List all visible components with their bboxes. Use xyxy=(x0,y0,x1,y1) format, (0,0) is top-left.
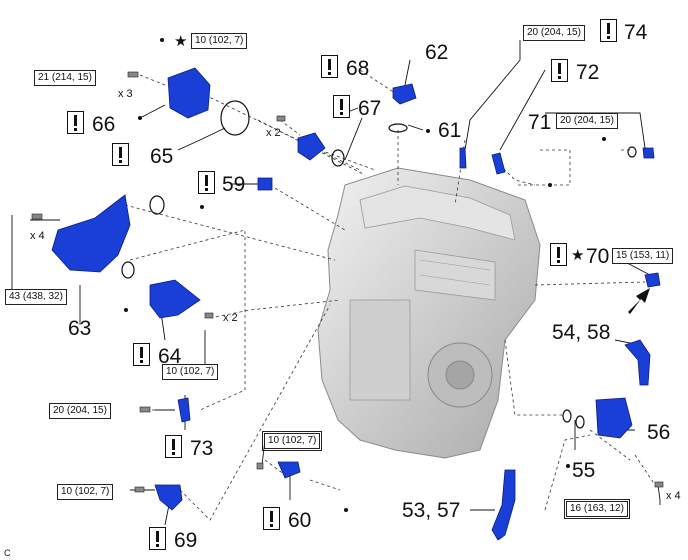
torque-box-top: 10 (102, 7) xyxy=(191,33,248,49)
caution-icon-66 xyxy=(67,111,84,134)
caution-icon-74 xyxy=(600,19,617,42)
hose-part-5357 xyxy=(491,469,516,541)
callout-62: 62 xyxy=(425,41,449,64)
qty-66: x 3 xyxy=(118,88,133,100)
callout-73: 73 xyxy=(190,437,214,460)
bolt-part-59 xyxy=(257,177,273,191)
blue-parts xyxy=(51,67,661,541)
qty-63: x 4 xyxy=(30,230,45,242)
callout-65: 65 xyxy=(150,145,174,168)
callout-69: 69 xyxy=(174,529,198,552)
housing-part-64 xyxy=(149,279,201,319)
dot-marker xyxy=(124,308,128,312)
torque-box-70: 15 (153, 11) xyxy=(612,248,674,264)
oring-lower xyxy=(121,261,135,279)
dot-marker xyxy=(160,38,164,42)
valve-part-60 xyxy=(277,461,301,479)
callout-55: 55 xyxy=(572,459,596,482)
callout-68: 68 xyxy=(346,57,370,80)
caution-icon-73 xyxy=(165,435,182,458)
plug-part-71 xyxy=(642,147,655,159)
cap-part-62 xyxy=(392,83,417,105)
elbow-part-67 xyxy=(297,132,326,161)
direction-arrow-icon xyxy=(628,288,650,314)
callout-56: 56 xyxy=(647,421,671,444)
qty-67: x 2 xyxy=(266,127,281,139)
torque-box-71: 20 (204, 15) xyxy=(556,113,618,129)
torque-box-73: 20 (204, 15) xyxy=(49,403,111,419)
dot-marker xyxy=(138,116,142,120)
callout-64: 64 xyxy=(158,345,182,368)
water-pump-part-66 xyxy=(167,67,211,119)
dot-marker xyxy=(344,508,348,512)
torque-box-60: 10 (102, 7) xyxy=(261,431,323,451)
caution-icon-65 xyxy=(112,143,129,166)
torque-box-56: 16 (163, 12) xyxy=(564,499,630,519)
caution-icon-68 xyxy=(321,55,338,78)
fitting-part-70 xyxy=(644,272,661,288)
caution-icon-60 xyxy=(263,507,280,530)
star-icon-70: ★ xyxy=(571,247,585,264)
star-icon-top: ★ xyxy=(174,33,188,50)
callout-70: 70 xyxy=(586,245,610,268)
oring-61 xyxy=(388,123,408,133)
sensor-part-72 xyxy=(491,152,506,175)
callout-61: 61 xyxy=(438,119,462,142)
callout-53-57: 53, 57 xyxy=(402,499,461,522)
torque-box-64: 10 (102, 7) xyxy=(162,364,219,380)
figure-code: C xyxy=(4,548,11,558)
caution-icon-69 xyxy=(149,527,166,550)
dot-marker xyxy=(602,137,606,141)
torque-box-69: 10 (102, 7) xyxy=(57,484,114,500)
engine-block xyxy=(317,167,541,459)
callout-74: 74 xyxy=(624,21,648,44)
callout-66: 66 xyxy=(92,113,116,136)
qty-56: x 4 xyxy=(666,490,681,502)
pump-part-56 xyxy=(595,397,633,439)
callout-54-58: 54, 58 xyxy=(552,321,611,344)
callout-63: 63 xyxy=(68,317,92,340)
valve-part-69 xyxy=(154,484,183,511)
caution-icon-64 xyxy=(133,343,150,366)
water-inlet-part-63 xyxy=(51,194,131,273)
sensor-part-73 xyxy=(177,397,191,423)
dot-marker xyxy=(426,129,430,133)
dashed-leaders xyxy=(124,69,656,521)
dot-marker xyxy=(200,205,204,209)
callout-72: 72 xyxy=(576,61,600,84)
oring-55b xyxy=(575,415,585,429)
oring-71 xyxy=(627,146,637,158)
oring-55a xyxy=(562,409,572,423)
bolts xyxy=(31,71,664,493)
callout-71: 71 xyxy=(528,111,552,134)
callout-59: 59 xyxy=(222,173,246,196)
caution-icon-67 xyxy=(333,95,350,118)
sensor-part-74 xyxy=(459,147,467,169)
oring-upper xyxy=(149,195,165,215)
qty-64: x 2 xyxy=(223,312,238,324)
dot-marker xyxy=(566,464,570,468)
torque-box-74: 20 (204, 15) xyxy=(523,25,585,41)
caution-icon-59 xyxy=(198,171,215,194)
callout-60: 60 xyxy=(288,509,312,532)
hose-part-5458 xyxy=(624,339,651,386)
callout-67: 67 xyxy=(358,97,382,120)
gasket-65 xyxy=(220,100,250,136)
gaskets xyxy=(121,100,637,429)
torque-box-63: 43 (438, 32) xyxy=(5,289,67,305)
oring-68 xyxy=(331,149,345,167)
dot-marker xyxy=(548,183,552,187)
caution-icon-70 xyxy=(550,243,567,266)
caution-icon-72 xyxy=(551,59,568,82)
torque-box-66: 21 (214, 15) xyxy=(34,70,96,86)
